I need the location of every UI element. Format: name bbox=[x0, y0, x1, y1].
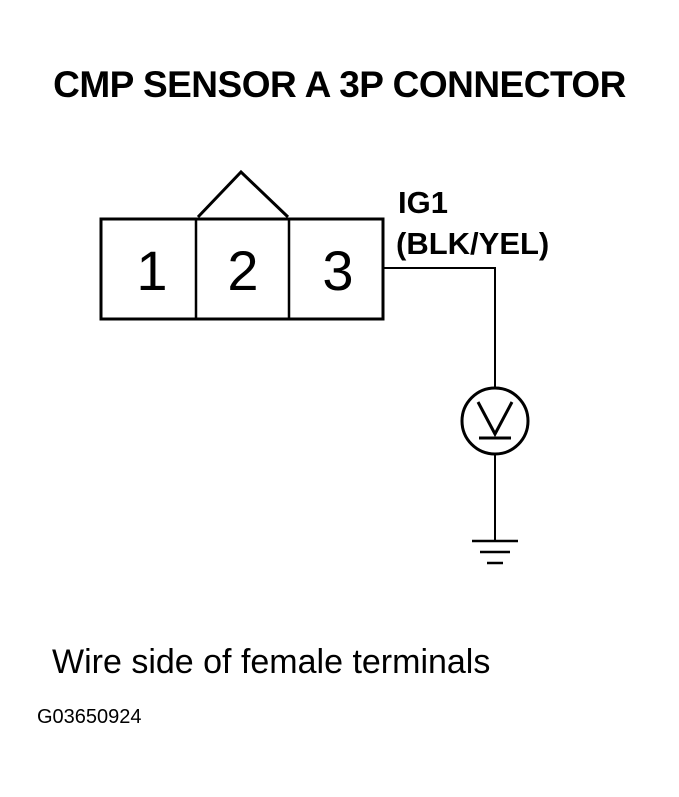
pin-number-3: 3 bbox=[322, 239, 353, 302]
figure-id: G03650924 bbox=[37, 706, 142, 728]
connector-housing bbox=[99, 169, 385, 321]
connector-lock-tab bbox=[196, 169, 290, 219]
diagram-caption: Wire side of female terminals bbox=[52, 643, 491, 681]
pin-number-1: 1 bbox=[136, 239, 167, 302]
test-wire bbox=[384, 267, 496, 392]
pin-number-2: 2 bbox=[227, 239, 258, 302]
wire-color-label: (BLK/YEL) bbox=[396, 226, 549, 261]
connector-outline bbox=[99, 217, 385, 321]
voltmeter-icon bbox=[460, 386, 530, 456]
ground-icon bbox=[472, 539, 518, 565]
diagram-title: CMP SENSOR A 3P CONNECTOR bbox=[53, 64, 626, 105]
wire-name-label: IG1 bbox=[398, 185, 448, 220]
